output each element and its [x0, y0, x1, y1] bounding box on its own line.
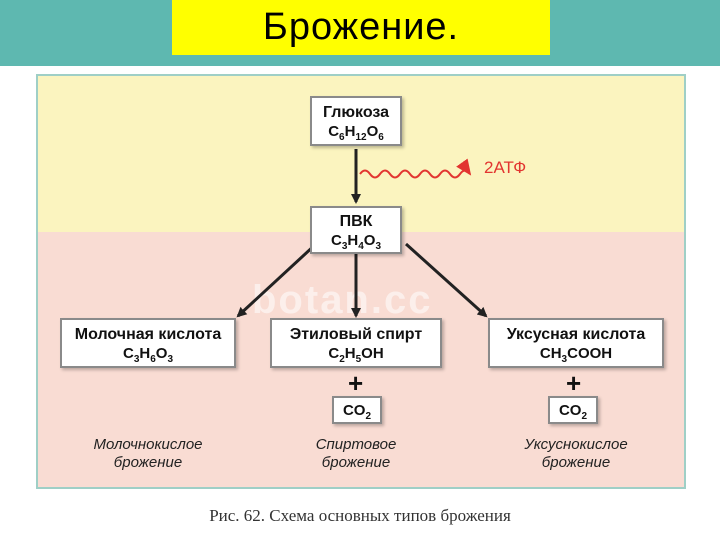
acetic-acid-box: Уксусная кислота CH3COOH — [488, 318, 664, 368]
acetic-acid-name: Уксусная кислота — [506, 326, 646, 343]
ethanol-formula: C2H5OH — [328, 345, 384, 365]
ethanol-box: Этиловый спирт C2H5OH — [270, 318, 442, 368]
title-box: Брожение. — [172, 0, 550, 55]
acetic-acid-formula: CH3COOH — [539, 345, 613, 365]
glucose-formula: C6H12O6 — [328, 123, 384, 143]
pvk-name: ПВК — [339, 213, 373, 230]
arrow-pvk-acetic — [404, 242, 488, 318]
slide-title: Брожение. — [262, 6, 460, 48]
atp-label: 2АТФ — [484, 158, 527, 177]
plus-sign-alcohol: + — [348, 368, 364, 398]
arrows-layer — [236, 149, 488, 318]
lactic-acid-name: Молочная кислота — [74, 326, 222, 343]
figure-caption: Рис. 62. Схема основных типов брожения — [209, 506, 511, 525]
co2-box-alcohol: CO2 — [332, 396, 382, 424]
plus-sign-acetic: + — [566, 368, 582, 398]
co2-formula-alcohol: CO2 — [342, 402, 372, 422]
pvk-formula: C3H4O3 — [330, 232, 382, 252]
atp-wavy-arrow — [359, 158, 472, 179]
lactic-acid-formula: C3H6O3 — [122, 345, 174, 365]
lactic-acid-box: Молочная кислота C3H6O3 — [60, 318, 236, 368]
glucose-name: Глюкоза — [322, 104, 390, 121]
co2-box-acetic: CO2 — [548, 396, 598, 424]
diagram-frame: botan.cc 2АТФ Глюкоза C6H12O6 ПВК C3H4O3… — [36, 74, 686, 489]
co2-formula-acetic: CO2 — [558, 402, 588, 422]
watermark: botan.cc — [252, 278, 433, 322]
glucose-box: Глюкоза C6H12O6 — [310, 96, 402, 146]
ethanol-name: Этиловый спирт — [289, 326, 423, 343]
arrow-pvk-lactic — [236, 242, 318, 318]
pvk-box: ПВК C3H4O3 — [310, 206, 402, 254]
